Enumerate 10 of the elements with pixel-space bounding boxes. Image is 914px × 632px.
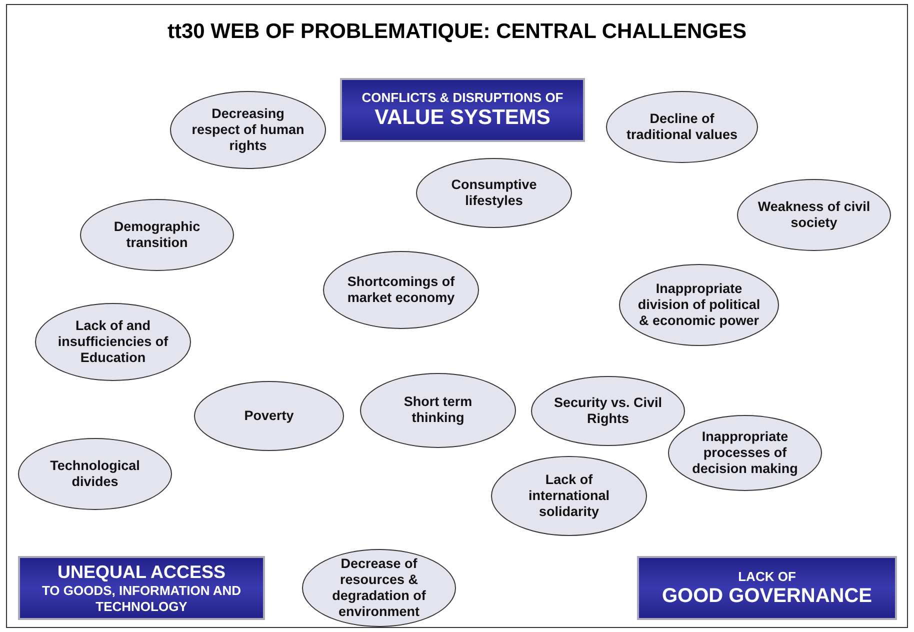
banner-heading: CONFLICTS & DISRUPTIONS OF xyxy=(360,90,564,106)
title: tt30 WEB OF PROBLEMATIQUE: CENTRAL CHALLENGES xyxy=(166,20,748,44)
banner-box xyxy=(340,78,585,142)
banner-box xyxy=(18,556,265,620)
banner-heading: UNEQUAL ACCESS xyxy=(56,562,227,582)
banner-heading: LACK OF xyxy=(737,568,797,584)
banner-box xyxy=(637,556,897,620)
banner-subheading: VALUE SYSTEMS xyxy=(374,106,552,130)
banner-subheading: TO GOODS, INFORMATION AND TECHNOLOGY xyxy=(40,582,242,614)
banner-subheading: GOOD GOVERNANCE xyxy=(660,584,874,608)
